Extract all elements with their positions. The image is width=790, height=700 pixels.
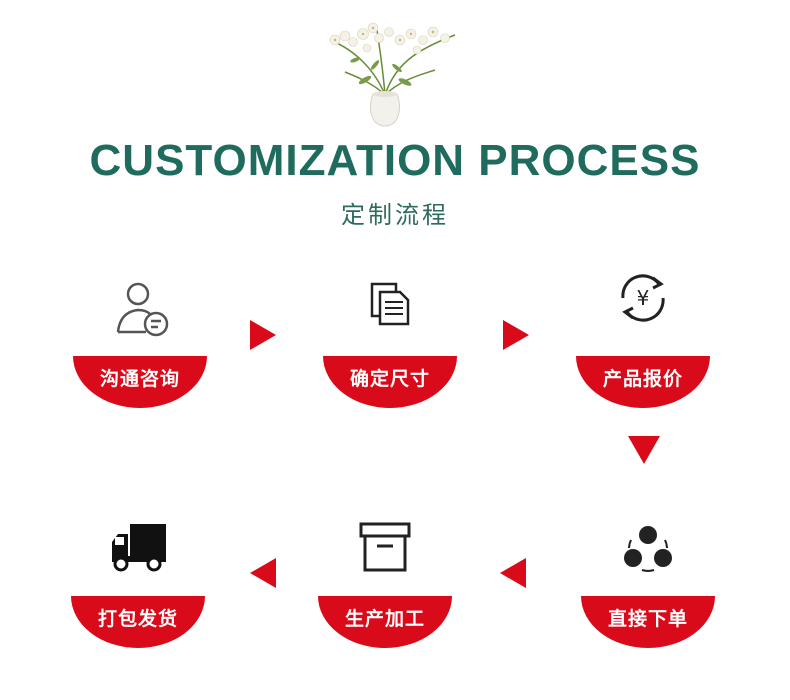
step-label: 生产加工 (344, 608, 425, 630)
arrow-right-icon (250, 320, 276, 350)
svg-text:¥: ¥ (637, 286, 650, 310)
arrow-left-icon (500, 558, 526, 588)
order-circles-icon (624, 526, 672, 572)
flower-vase-image (329, 22, 456, 127)
step-production: 生产加工 (315, 518, 455, 658)
arrow-right-icon (503, 320, 529, 350)
truck-icon (112, 524, 166, 572)
user-chat-icon (116, 282, 169, 337)
step-label: 打包发货 (97, 608, 178, 630)
yen-exchange-icon: ¥ (621, 274, 665, 322)
arrow-left-icon (250, 558, 276, 588)
step-size: 确定尺寸 (320, 278, 460, 418)
step-shipping: 打包发货 (68, 518, 208, 658)
page-title: CUSTOMIZATION PROCESS (89, 136, 701, 185)
box-icon (359, 522, 411, 572)
step-label: 产品报价 (602, 368, 683, 390)
documents-icon (370, 282, 410, 326)
step-label: 沟通咨询 (99, 368, 180, 390)
arrow-down-icon (628, 436, 660, 464)
step-quote: ¥ 产品报价 (573, 268, 713, 408)
page-subtitle: 定制流程 (341, 201, 449, 229)
step-consult: 沟通咨询 (70, 278, 210, 418)
step-label: 确定尺寸 (349, 368, 430, 390)
step-order: 直接下单 (578, 518, 718, 658)
step-label: 直接下单 (607, 608, 688, 630)
